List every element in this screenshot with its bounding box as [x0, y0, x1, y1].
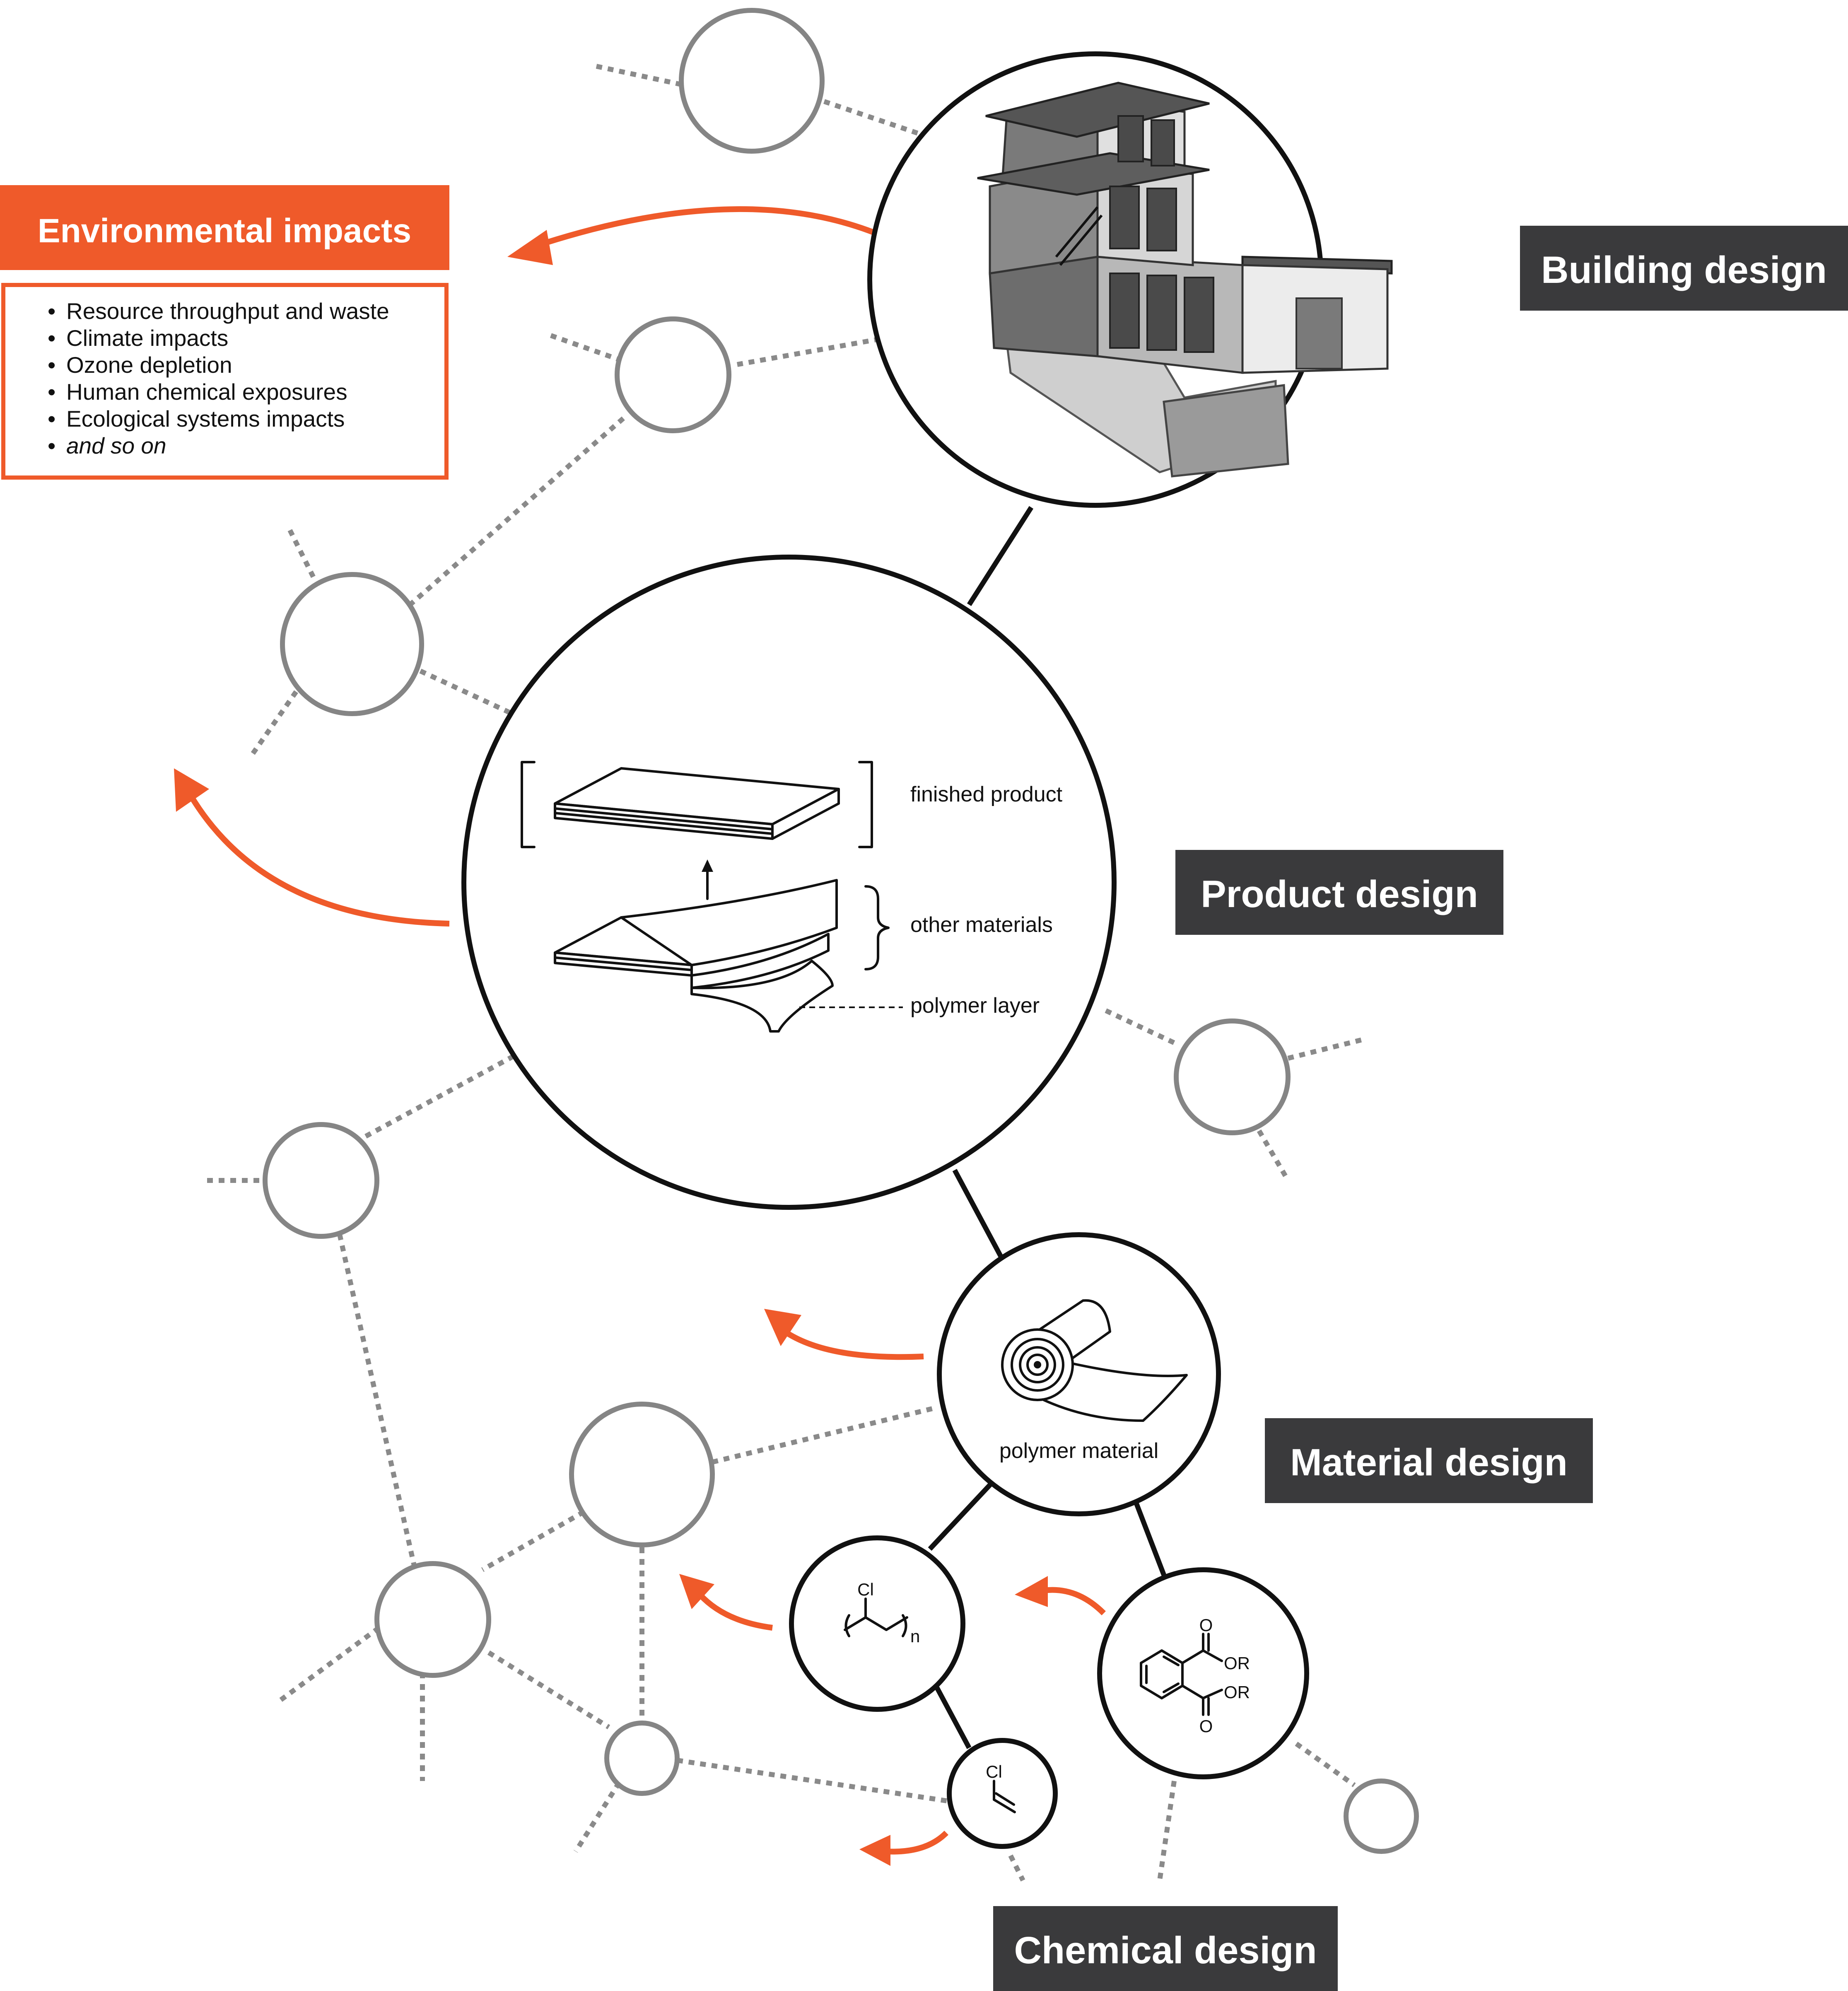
polymer-roll-icon	[1001, 1299, 1188, 1422]
impact-bullet: •	[48, 325, 55, 351]
impact-item: Ecological systems impacts	[66, 406, 345, 432]
pvc-node: Cl n	[789, 1535, 965, 1712]
impact-bullet: •	[48, 379, 55, 405]
network-node	[604, 1721, 680, 1796]
polymer-material-label: polymer material	[999, 1439, 1158, 1463]
network-node	[569, 1402, 715, 1547]
network-nodes	[263, 8, 1419, 1854]
network-node	[1344, 1779, 1419, 1854]
product-node: finished product other materials polymer…	[461, 555, 1117, 1210]
environmental-impacts-header	[0, 185, 449, 270]
vinyl-chloride-node: Cl	[947, 1738, 1058, 1849]
building-design-tag	[1520, 226, 1848, 311]
impact-bullet: •	[48, 433, 55, 459]
building-node	[867, 51, 1393, 508]
building-design-label: Building design	[1541, 249, 1827, 291]
house-cutaway-icon	[977, 82, 1393, 478]
product-design-tag	[1175, 850, 1503, 935]
pvc-structure-icon	[844, 1598, 908, 1637]
phthalate-oxygen-bottom: O	[1199, 1716, 1213, 1736]
impact-item: Ozone depletion	[66, 352, 232, 378]
pvc-chlorine-label: Cl	[857, 1580, 874, 1599]
impact-item: and so on	[66, 433, 166, 459]
network-node	[374, 1561, 491, 1678]
network-node	[1174, 1018, 1291, 1135]
chemical-design-label: Chemical design	[1014, 1929, 1317, 1972]
material-design-tag	[1265, 1418, 1593, 1503]
network-node	[679, 8, 825, 154]
pvc-subscript-n: n	[910, 1627, 920, 1646]
phthalate-or-bottom: OR	[1224, 1682, 1250, 1702]
polymer-layer-label: polymer layer	[910, 994, 1040, 1018]
phthalate-node: O OR OR O	[1097, 1567, 1309, 1779]
finished-product-label: finished product	[910, 782, 1063, 806]
chemical-design-tag	[993, 1906, 1338, 1991]
impact-bullet: •	[48, 298, 55, 324]
phthalate-structure-icon	[1140, 1633, 1223, 1716]
impact-item: Human chemical exposures	[66, 379, 347, 405]
impact-item: Resource throughput and waste	[66, 298, 389, 324]
impact-bullet: •	[48, 352, 55, 378]
environmental-impacts-title: Environmental impacts	[38, 212, 411, 250]
environmental-impacts-list-box	[1, 283, 449, 480]
network-dotted-links	[207, 64, 1363, 1882]
level-tags: Building design Product design Material …	[993, 226, 1848, 1991]
phthalate-oxygen-top: O	[1199, 1615, 1213, 1635]
layered-product-icon	[521, 761, 903, 1033]
vinyl-chloride-structure-icon	[993, 1780, 1016, 1813]
network-node	[280, 572, 424, 716]
impact-arrows	[174, 206, 1106, 1866]
material-node: polymer material	[937, 1232, 1221, 1516]
product-design-label: Product design	[1201, 873, 1478, 915]
phthalate-or-top: OR	[1224, 1653, 1250, 1673]
network-node	[263, 1122, 379, 1239]
other-materials-label: other materials	[910, 913, 1053, 937]
material-design-label: Material design	[1290, 1441, 1568, 1484]
impact-item: Climate impacts	[66, 325, 228, 351]
network-node	[615, 316, 731, 433]
environmental-impacts-panel: Environmental impacts • Resource through…	[0, 185, 449, 480]
vinyl-chlorine-label: Cl	[986, 1762, 1002, 1781]
impact-bullet: •	[48, 406, 55, 432]
